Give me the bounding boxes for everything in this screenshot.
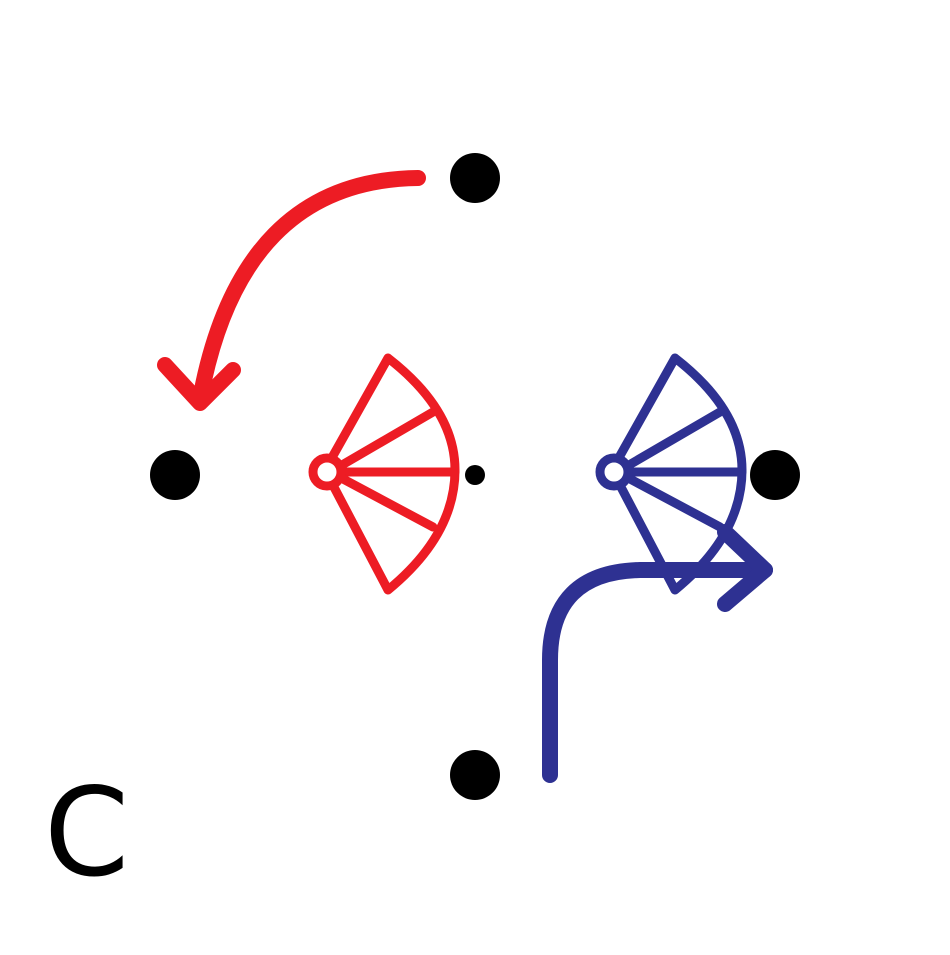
blue-curved-arrow-icon [542, 524, 773, 783]
position-dot-top [450, 153, 500, 203]
red-curved-arrow-icon [157, 170, 426, 411]
position-dot-right [750, 450, 800, 500]
position-dot-left [150, 450, 200, 500]
panel-label: C [44, 762, 130, 904]
position-dot-center [465, 465, 485, 485]
position-dot-bottom [450, 750, 500, 800]
red-player-icon [308, 353, 460, 595]
blue-player-icon [595, 353, 747, 595]
